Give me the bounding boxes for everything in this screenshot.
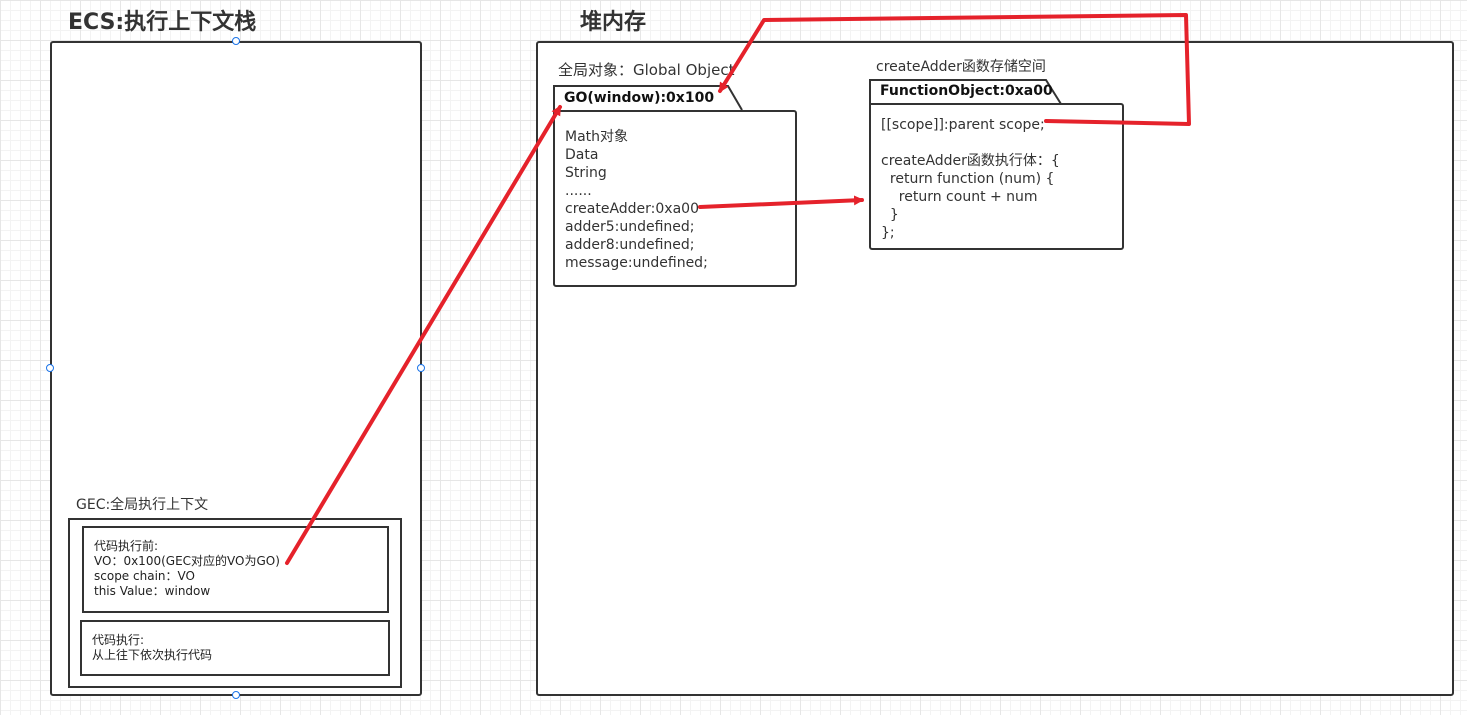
before-exec-line-2: VO：0x100(GEC对应的VO为GO) — [94, 554, 280, 568]
fn-line: return count + num — [881, 189, 1038, 205]
fn-line: }; — [881, 225, 895, 241]
fn-line: [[scope]]:parent scope; — [881, 117, 1045, 133]
go-line: adder5:undefined; — [565, 219, 695, 235]
resize-handle-left[interactable] — [46, 364, 54, 372]
exec-line-2: 从上往下依次执行代码 — [92, 648, 213, 662]
fn-line — [881, 134, 1122, 152]
go-caption: 全局对象：Global Object — [558, 61, 735, 79]
go-line: message:undefined; — [565, 255, 708, 271]
fn-tab-label: FunctionObject:0xa00 — [880, 83, 1053, 99]
before-exec-box[interactable]: 代码执行前: VO：0x100(GEC对应的VO为GO) scope chain… — [82, 526, 389, 613]
before-exec-line-4: this Value：window — [94, 584, 211, 598]
go-line: Math对象 — [565, 129, 629, 145]
go-line: ...... — [565, 183, 592, 199]
gec-label: GEC:全局执行上下文 — [76, 497, 209, 513]
fn-object-box[interactable]: [[scope]]:parent scope; createAdder函数执行体… — [869, 103, 1124, 250]
resize-handle-top[interactable] — [232, 37, 240, 45]
go-tab-label: GO(window):0x100 — [564, 90, 715, 106]
exec-line-1: 代码执行: — [92, 633, 145, 647]
go-line: adder8:undefined; — [565, 237, 695, 253]
exec-box[interactable]: 代码执行: 从上往下依次执行代码 — [80, 620, 390, 676]
fn-line: } — [881, 207, 899, 223]
resize-handle-bottom[interactable] — [232, 691, 240, 699]
fn-line: return function (num) { — [881, 171, 1055, 187]
go-line: createAdder:0xa00 — [565, 201, 699, 217]
resize-handle-right[interactable] — [417, 364, 425, 372]
fn-line: createAdder函数执行体：{ — [881, 153, 1060, 169]
before-exec-line-3: scope chain：VO — [94, 569, 195, 583]
go-line: Data — [565, 147, 599, 163]
before-exec-line-1: 代码执行前: — [94, 539, 159, 553]
fn-caption: createAdder函数存储空间 — [876, 59, 1046, 75]
go-object-box[interactable]: Math对象 Data String ...... createAdder:0x… — [553, 110, 797, 287]
go-line: String — [565, 165, 607, 181]
heap-title: 堆内存 — [580, 10, 647, 35]
stack-title: ECS:执行上下文栈 — [68, 10, 257, 35]
